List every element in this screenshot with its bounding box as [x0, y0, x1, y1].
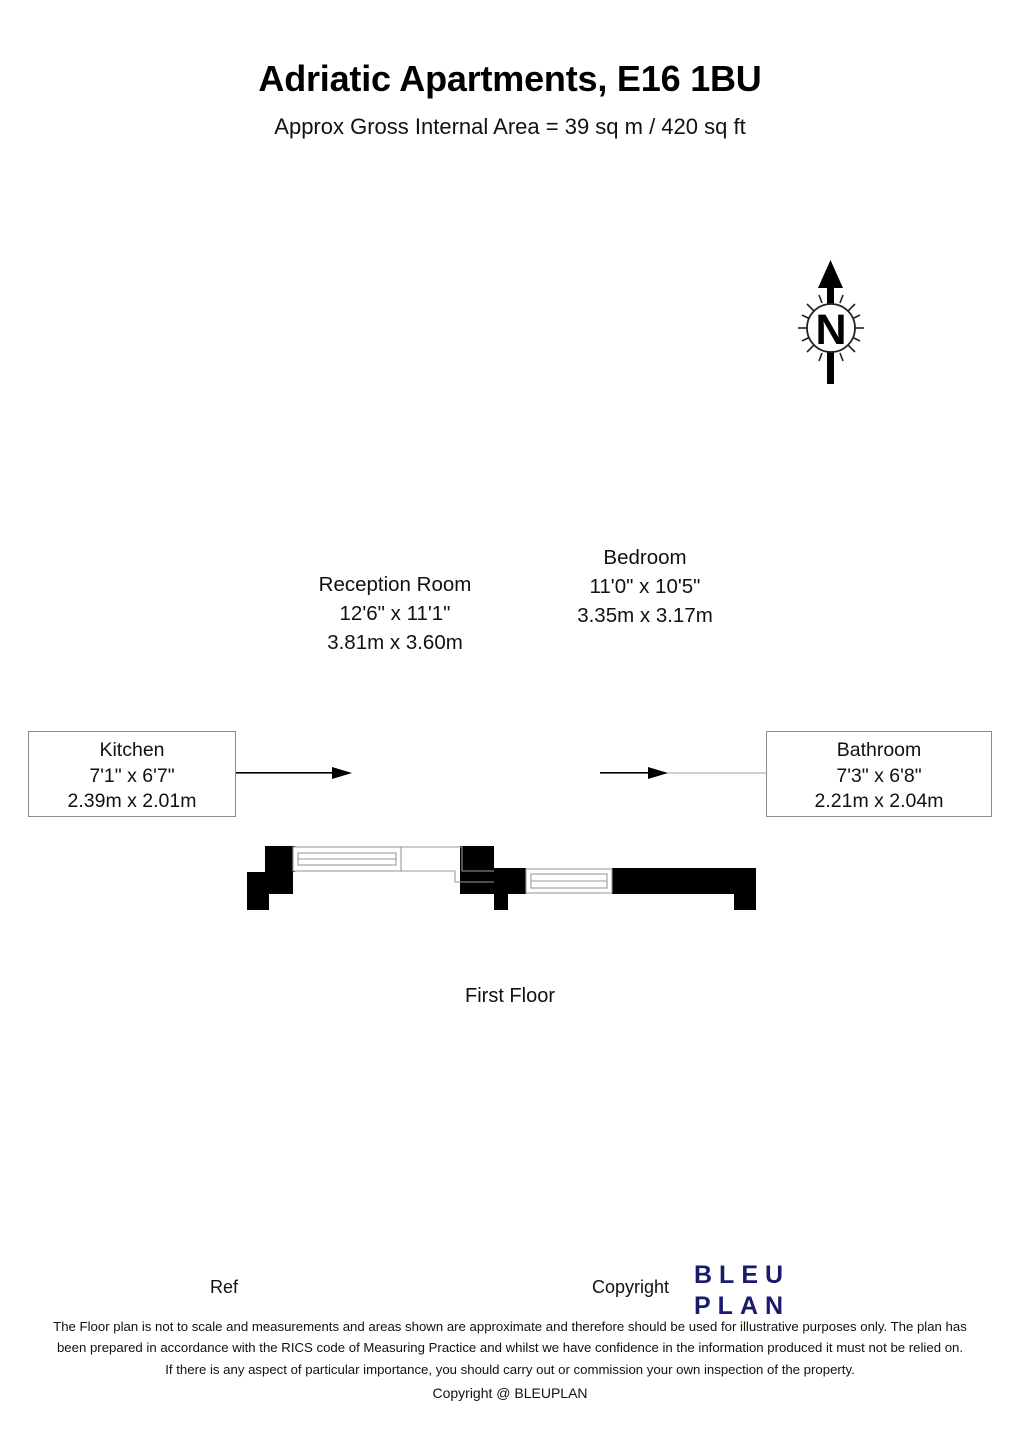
north-compass: N [776, 258, 886, 388]
bedroom-metric: 3.35m x 3.17m [577, 604, 713, 628]
windows [292, 846, 613, 894]
compass-letter: N [815, 306, 846, 354]
ref-label: Ref [210, 1277, 239, 1297]
window-reception [292, 846, 494, 883]
brand-line-2: PLAN [694, 1291, 791, 1320]
disclaimer-line-3: If there is any aspect of particular imp… [165, 1361, 855, 1377]
room-label-reception: Reception Room 12'6" x 11'1" 3.81m x 3.6… [280, 570, 510, 657]
copyright-label: Copyright [592, 1277, 670, 1297]
page-title: Adriatic Apartments, E16 1BU [258, 58, 762, 99]
kitchen-name: Kitchen [99, 739, 165, 761]
reception-imperial: 12'6" x 11'1" [339, 602, 451, 626]
bleuplan-logo: BLEU PLAN [694, 1260, 790, 1321]
area-subtitle: Approx Gross Internal Area = 39 sq m / 4… [274, 114, 746, 139]
bedroom-imperial: 11'0" x 10'5" [589, 575, 701, 599]
bathroom-name: Bathroom [836, 739, 922, 761]
bathroom-metric: 2.21m x 2.04m [814, 790, 944, 813]
reception-name: Reception Room [318, 573, 472, 596]
bedroom-name: Bedroom [603, 546, 687, 569]
plan-footer: Ref Copyright BLEU PLAN [0, 1261, 1020, 1330]
room-label-bedroom: Bedroom 11'0" x 10'5" 3.35m x 3.17m [530, 543, 760, 630]
brand-line-1: BLEU [694, 1261, 791, 1289]
disclaimer-line-2: been prepared in accordance with the RIC… [56, 1340, 964, 1356]
reception-metric: 3.81m x 3.60m [327, 631, 463, 655]
floorplan-svg [228, 767, 800, 1318]
floor-caption: First Floor [465, 985, 555, 1007]
room-callout-bathroom: Bathroom 7'3" x 6'8" 2.21m x 2.04m [766, 731, 992, 817]
room-callout-kitchen: Kitchen 7'1" x 6'7" 2.39m x 2.01m [28, 731, 236, 817]
kitchen-imperial: 7'1" x 6'7" [89, 764, 175, 787]
plan-header: Adriatic Apartments, E16 1BU Approx Gros… [0, 0, 1020, 140]
kitchen-leader-arrow [332, 767, 352, 779]
disclaimer-line-1: The Floor plan is not to scale and measu… [53, 1319, 967, 1334]
kitchen-metric: 2.39m x 2.01m [67, 790, 197, 813]
bathroom-imperial: 7'3" x 6'8" [836, 764, 922, 787]
footer-row: Ref Copyright BLEU PLAN [0, 1261, 1020, 1330]
compass-icon: N [798, 260, 864, 384]
disclaimer-copyright: Copyright @ BLEUPLAN [432, 1385, 588, 1402]
window-bedroom [525, 868, 613, 894]
disclaimer-text: The Floor plan is not to scale and measu… [0, 1316, 1020, 1405]
floorplan-drawing [0, 410, 1020, 1318]
bathroom-leader-arrow [648, 767, 668, 779]
